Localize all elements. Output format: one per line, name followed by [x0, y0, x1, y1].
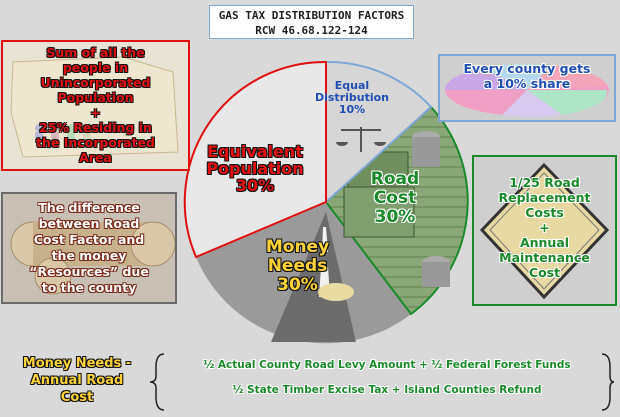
scales-icon [336, 127, 386, 152]
formula-brackets [149, 353, 615, 411]
equal-distribution-label: Equal Distribution 10% [314, 79, 390, 116]
equivalent-population-label: Equivalent Population 30% [206, 142, 304, 195]
road-cost-definition-box: 1/25 Road Replacement Costs + Annual Mai… [472, 155, 617, 306]
logs-icon [10, 221, 175, 295]
county-share-box: Every county gets a 10% share [438, 54, 616, 122]
road-sign-icon [479, 162, 610, 300]
money-needs-formula-label: Money Needs - Annual Road Cost [22, 356, 132, 405]
coins-icon [318, 283, 354, 301]
money-needs-label: Money Needs 30% [265, 237, 330, 295]
equal-distribution-slice [325, 60, 433, 205]
title-box: GAS TAX DISTRIBUTION FACTORS RCW 46.68.1… [209, 5, 414, 39]
road-icon [271, 212, 356, 342]
formula-line-2: ½ State Timber Excise Tax + Island Count… [232, 384, 542, 396]
formula-line-1: ½ Actual County Road Levy Amount + ½ Fed… [203, 359, 571, 371]
road-cost-label: Road Cost 30% [370, 169, 420, 227]
people-crowd-icon [35, 124, 91, 142]
title-line-1: GAS TAX DISTRIBUTION FACTORS [218, 9, 405, 22]
title-line-2: RCW 46.68.122-124 [255, 24, 368, 37]
factor-pie [183, 60, 469, 344]
resources-definition-box: The difference between Road Cost Factor … [1, 192, 177, 304]
population-slice [183, 60, 327, 259]
pie-chart-icon [444, 63, 609, 117]
population-definition-box: Sum of all the people in Unincorporated … [1, 40, 190, 171]
